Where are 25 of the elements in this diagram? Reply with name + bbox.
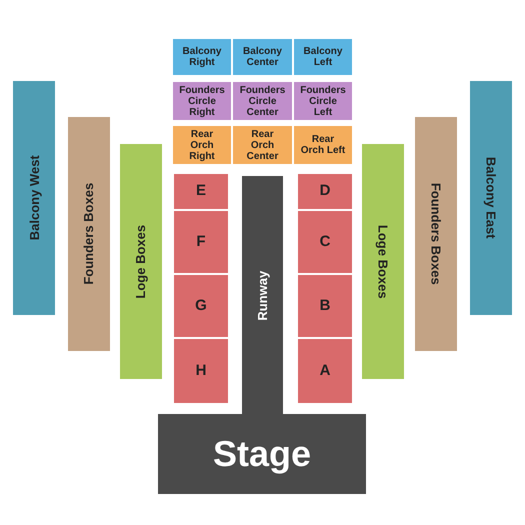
floor-section: H — [174, 339, 228, 403]
box-section: Loge Boxes — [120, 144, 162, 379]
floor-section: E — [174, 174, 228, 209]
stage: Stage — [158, 414, 366, 494]
founders-circle-section: Founders Circle Right — [173, 82, 231, 120]
balcony-section: Balcony Center — [233, 39, 292, 75]
balcony-section: Balcony Right — [173, 39, 231, 75]
orchestra-section: Rear Orch Right — [173, 126, 231, 164]
founders-circle-section: Founders Circle Center — [233, 82, 292, 120]
balcony-section: Balcony West — [13, 81, 55, 315]
box-section: Loge Boxes — [362, 144, 404, 379]
balcony-section: Balcony Left — [294, 39, 352, 75]
floor-section: D — [298, 174, 352, 209]
founders-circle-section: Founders Circle Left — [294, 82, 352, 120]
floor-section: C — [298, 211, 352, 273]
floor-section: F — [174, 211, 228, 273]
floor-section: B — [298, 275, 352, 337]
floor-section: G — [174, 275, 228, 337]
balcony-section: Balcony East — [470, 81, 512, 315]
runway: Runway — [242, 176, 283, 416]
floor-section: A — [298, 339, 352, 403]
box-section: Founders Boxes — [415, 117, 457, 351]
orchestra-section: Rear Orch Left — [294, 126, 352, 164]
orchestra-section: Rear Orch Center — [233, 126, 292, 164]
box-section: Founders Boxes — [68, 117, 110, 351]
